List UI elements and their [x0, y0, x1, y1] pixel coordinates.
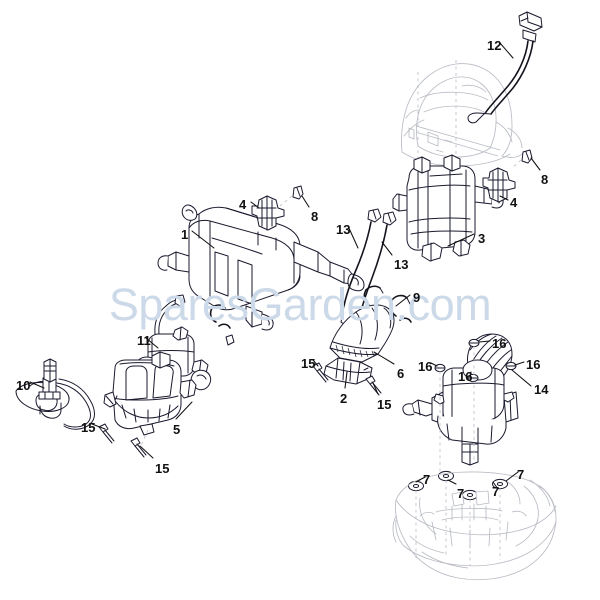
- part-5-connector-stub: [151, 351, 171, 369]
- callout-number: 9: [413, 290, 421, 305]
- part-13-cable-a: [340, 208, 382, 323]
- part-8-clip-right: [511, 149, 533, 169]
- ghost-upper-chassis: [401, 60, 523, 175]
- part-8-clip-left: [279, 185, 304, 207]
- callout-number: 15: [81, 420, 96, 435]
- callout-number: 4: [510, 195, 518, 210]
- part-6-bracket: [329, 304, 395, 367]
- leader-lines: [29, 42, 541, 490]
- nut-d: [505, 361, 517, 371]
- callout-number: 16: [492, 336, 507, 351]
- callout-number: 15: [301, 356, 316, 371]
- part-14-motor: [402, 333, 519, 466]
- callout-number: 13: [336, 222, 351, 237]
- part-3-housing: [392, 154, 504, 262]
- washer-c: [462, 489, 478, 501]
- callout-number: 14: [534, 382, 549, 397]
- callout-number: 11: [137, 333, 151, 348]
- callout-number: 16: [458, 369, 473, 384]
- callout-number: 12: [487, 38, 502, 53]
- callout-number: 16: [418, 359, 433, 374]
- part-5-bracket: [103, 359, 197, 449]
- washer-a: [408, 480, 424, 492]
- callout-number: 6: [397, 366, 405, 381]
- callout-number: 8: [541, 172, 549, 187]
- callout-number: 2: [340, 391, 348, 406]
- callout-number: 1: [181, 227, 189, 242]
- part-16-nuts: [434, 338, 517, 476]
- callout-number: 4: [239, 197, 247, 212]
- callout-number: 7: [457, 486, 465, 501]
- part-10-sensor: [15, 358, 95, 430]
- callout-number: 10: [16, 378, 31, 393]
- callout-number: 13: [394, 257, 409, 272]
- part-2-plate: [323, 357, 373, 385]
- callout-number: 7: [423, 472, 431, 487]
- callout-number: 15: [155, 461, 170, 476]
- callout-number: 3: [478, 231, 486, 246]
- nut-c: [468, 338, 480, 462]
- part-4-clamp-right: [482, 167, 516, 203]
- ghost-lower-chassis: [392, 471, 557, 581]
- part-1-housing: [157, 204, 365, 331]
- part-4-clamp-left: [251, 195, 285, 231]
- callout-number: 8: [311, 209, 319, 224]
- callout-number: 15: [377, 397, 392, 412]
- callout-number: 7: [517, 467, 525, 482]
- callout-number: 7: [492, 484, 500, 499]
- callout-number: 5: [173, 422, 181, 437]
- nut-a: [434, 363, 446, 476]
- part-12-cable: [467, 11, 543, 124]
- part-13-cable-b: [340, 211, 397, 328]
- callout-number: 16: [526, 357, 541, 372]
